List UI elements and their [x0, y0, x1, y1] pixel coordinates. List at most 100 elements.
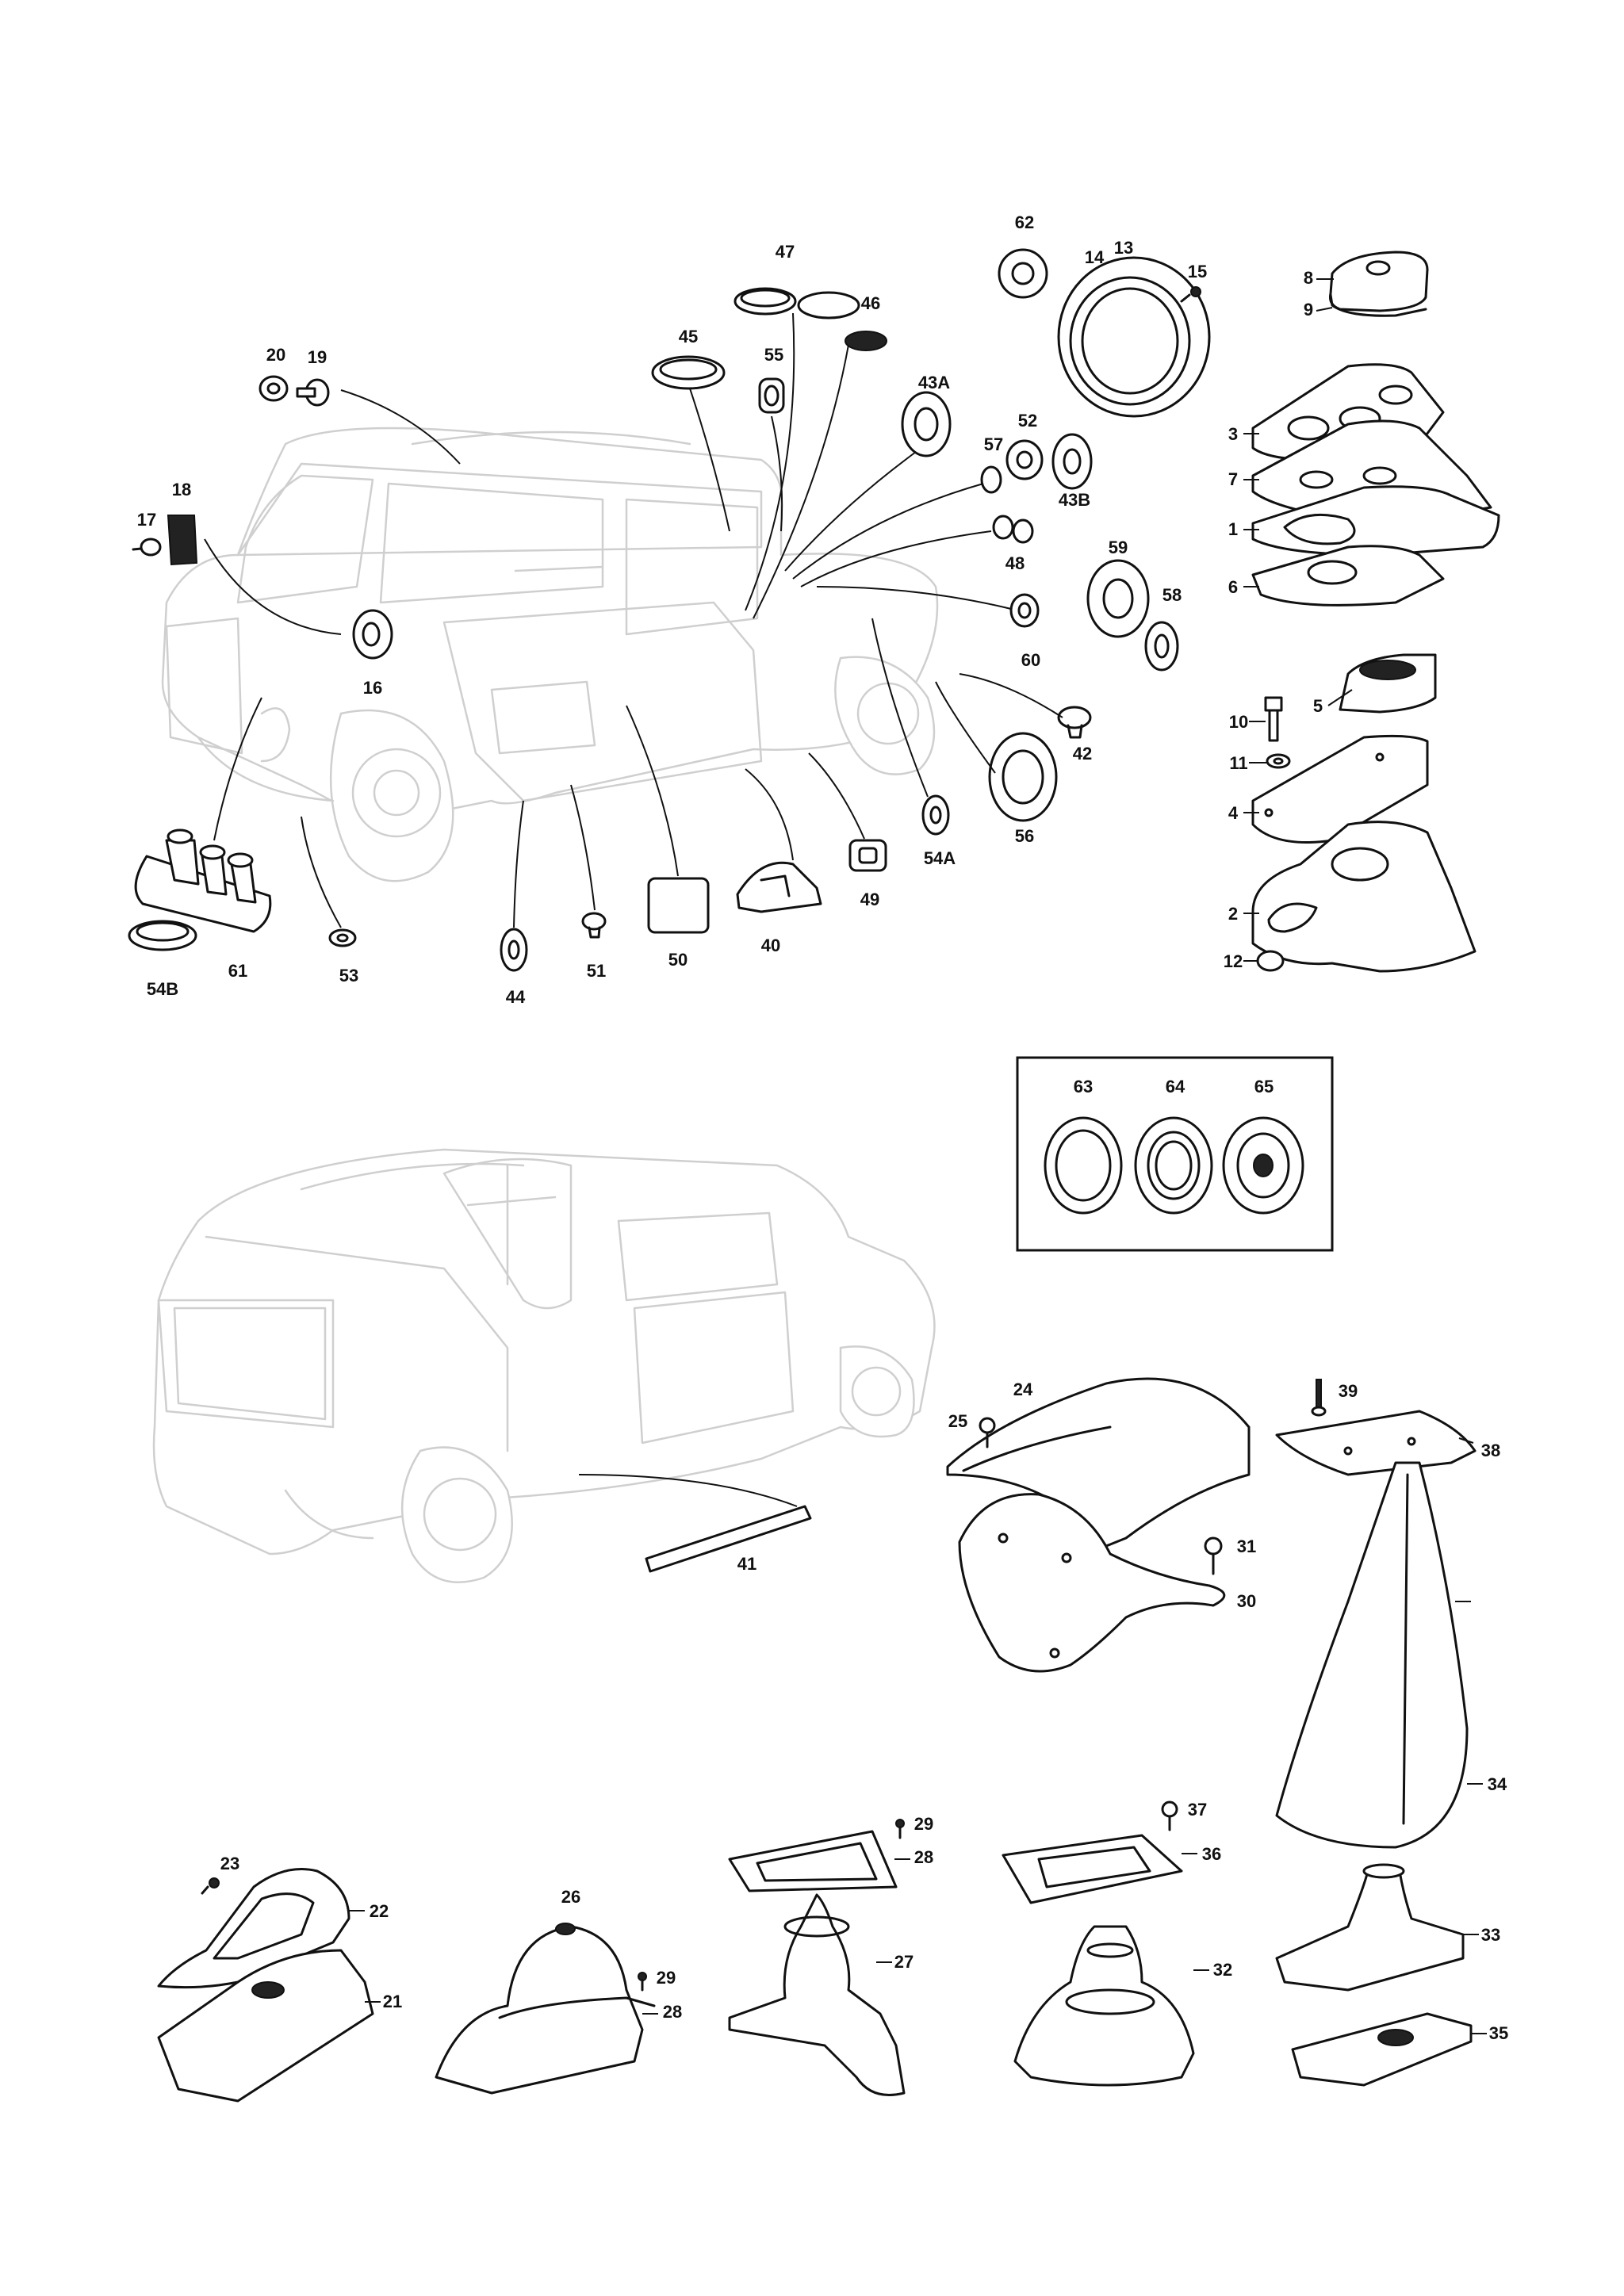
part-47-plug: [733, 287, 860, 320]
label-14: 14: [1085, 247, 1105, 267]
label-52: 52: [1018, 411, 1037, 430]
label-54B: 54B: [147, 979, 178, 999]
label-42: 42: [1073, 744, 1092, 763]
part-40-block: [736, 861, 822, 913]
part-49-grommet: [848, 839, 887, 872]
label-64: 64: [1166, 1077, 1185, 1096]
label-15: 15: [1188, 262, 1207, 281]
part-60-grommet: [1009, 593, 1040, 628]
part-43A-grommet: [901, 391, 952, 457]
label-58: 58: [1162, 585, 1182, 605]
part-42-plug: [1057, 706, 1092, 739]
label-26: 26: [561, 1887, 580, 1907]
label-48: 48: [1005, 553, 1025, 573]
label-13: 13: [1114, 238, 1133, 258]
part-57-grommet: [980, 465, 1002, 494]
label-4: 4: [1228, 803, 1239, 823]
label-18: 18: [172, 480, 191, 499]
label-5: 5: [1313, 696, 1323, 716]
label-24: 24: [1013, 1380, 1033, 1399]
part-13-14-ring: [1057, 256, 1211, 418]
part-23-screw: [201, 1877, 220, 1895]
part-52-grommet: [1005, 439, 1044, 480]
label-43A: 43A: [918, 373, 950, 392]
label-46: 46: [861, 293, 880, 313]
part-51-plug: [581, 912, 607, 939]
label-63: 63: [1074, 1077, 1093, 1096]
label-11: 11: [1229, 753, 1247, 773]
label-3: 3: [1228, 424, 1238, 444]
label-22: 22: [370, 1901, 389, 1921]
part-22-frame: [157, 1868, 350, 1989]
label-33: 33: [1481, 1925, 1500, 1945]
part-17-screw: [132, 538, 162, 557]
label-57: 57: [984, 434, 1003, 454]
label-27: 27: [894, 1952, 914, 1972]
label-29b: 29: [657, 1968, 676, 1988]
part-54B-plug: [128, 920, 197, 951]
part-61-boot: [134, 828, 272, 933]
part-5-plate: [1339, 653, 1437, 714]
label-ticks: [349, 278, 1487, 2034]
part-26-boot: [435, 1923, 644, 2095]
label-21: 21: [383, 1992, 402, 2011]
label-44: 44: [506, 987, 526, 1007]
part-30-panel: [958, 1493, 1226, 1673]
part-16-grommet: [352, 609, 393, 660]
label-25: 25: [948, 1411, 967, 1431]
label-37: 37: [1188, 1800, 1207, 1820]
part-59-grommet: [1086, 559, 1150, 638]
label-35: 35: [1489, 2023, 1508, 2043]
pickup-car-outline: [152, 1148, 936, 1583]
part-45-plug: [651, 355, 726, 390]
part-46-plug: [845, 331, 887, 351]
label-23: 23: [220, 1854, 239, 1873]
label-20: 20: [266, 345, 285, 365]
leader-lines: [204, 312, 1063, 1507]
label-8: 8: [1304, 268, 1313, 288]
label-47: 47: [776, 242, 795, 262]
label-59: 59: [1109, 538, 1128, 557]
label-40: 40: [761, 936, 780, 955]
part-55-grommet: [758, 377, 785, 414]
label-17: 17: [137, 510, 156, 530]
part-54A-grommet: [921, 794, 950, 836]
label-19: 19: [308, 347, 327, 367]
part-21-boot: [157, 1949, 374, 2103]
label-36: 36: [1202, 1844, 1221, 1864]
part-10-bolt: [1264, 696, 1283, 742]
label-1: 1: [1228, 519, 1238, 539]
label-16: 16: [363, 678, 382, 698]
part-2-bracket: [1251, 821, 1477, 973]
label-10: 10: [1229, 712, 1248, 732]
label-12: 12: [1224, 951, 1243, 971]
label-56: 56: [1015, 826, 1034, 846]
part-39-rivet: [1311, 1379, 1327, 1417]
part-12-nut: [1256, 950, 1285, 972]
label-31: 31: [1237, 1536, 1256, 1556]
label-54A: 54A: [924, 848, 956, 868]
label-32: 32: [1213, 1960, 1232, 1980]
label-7: 7: [1228, 469, 1238, 489]
label-28b: 28: [663, 2002, 682, 2022]
part-25-screw: [979, 1417, 996, 1448]
label-45: 45: [679, 327, 698, 346]
part-44-grommet: [500, 928, 528, 972]
part-19-fastener: [296, 378, 330, 407]
label-61: 61: [228, 961, 247, 981]
part-labels: 62 14 13 15 8 9 47 46 45 55 20 19 43A 52…: [137, 212, 1508, 2043]
part-28a-frame: [728, 1830, 898, 1892]
label-41: 41: [737, 1554, 756, 1574]
label-6: 6: [1228, 577, 1238, 597]
label-28: 28: [914, 1847, 933, 1867]
label-34: 34: [1488, 1774, 1507, 1794]
label-60: 60: [1021, 650, 1040, 670]
part-33-boot: [1275, 1863, 1465, 1992]
part-35-plate: [1291, 2012, 1473, 2087]
part-6-plate: [1251, 545, 1445, 607]
inset-box: [1016, 1056, 1334, 1252]
part-50-pad: [647, 877, 710, 934]
part-41-strip: [645, 1505, 812, 1573]
label-51: 51: [587, 961, 606, 981]
part-37-screw: [1161, 1800, 1178, 1831]
